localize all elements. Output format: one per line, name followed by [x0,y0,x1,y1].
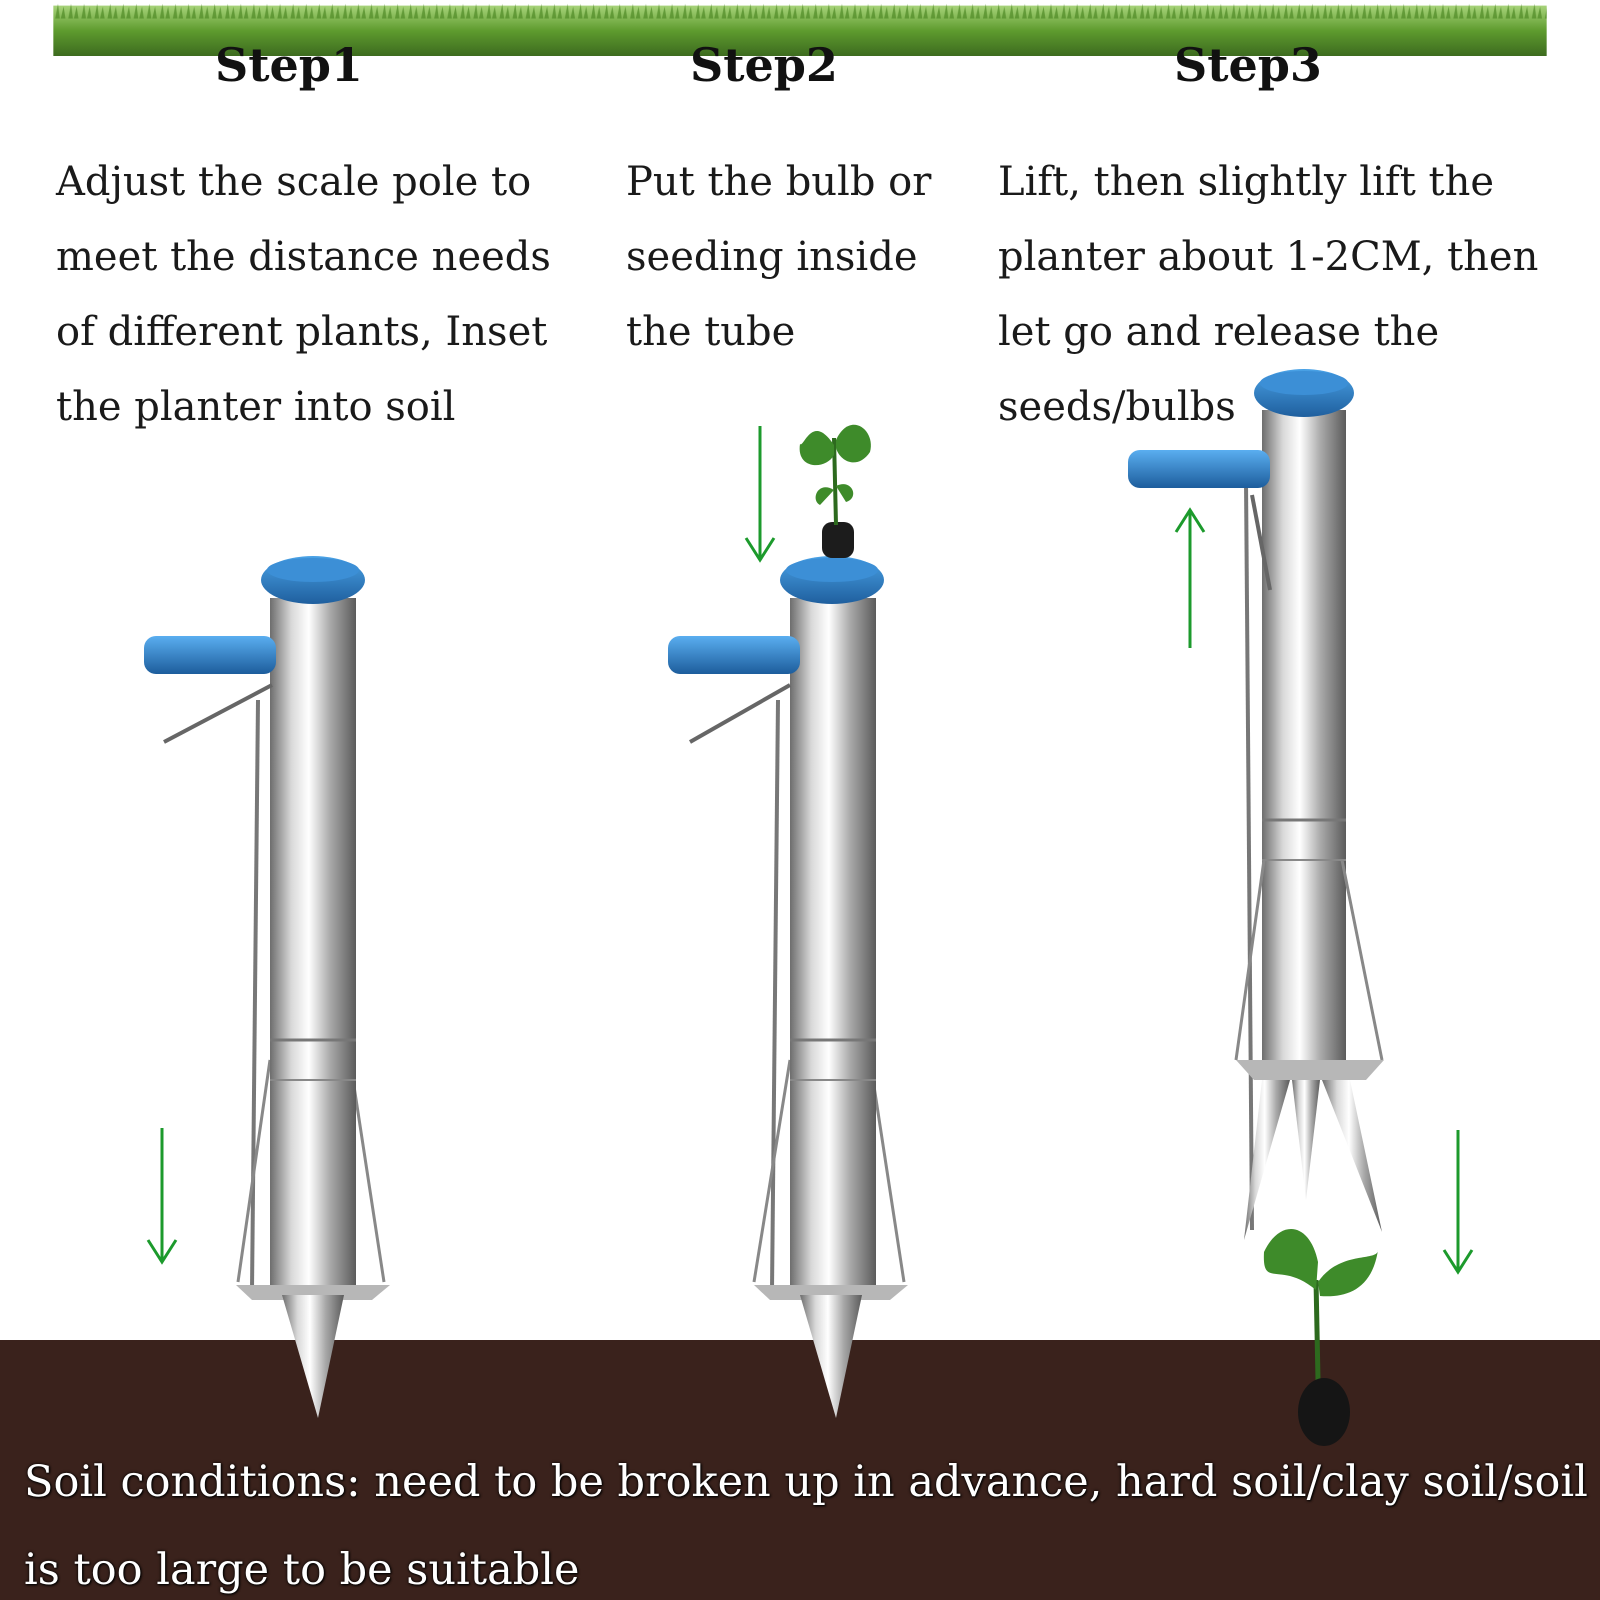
arrow-up-icon [1174,507,1206,648]
step1-title: Step1 [215,38,363,92]
note-line: is too large to be suitable [24,1545,580,1595]
planted-seedling-icon [1263,1229,1378,1446]
description-line: Lift, then slightly lift the [998,159,1494,205]
soil-conditions-note: Soil conditions: need to be broken up in… [24,1438,1588,1600]
description-line: planter about 1-2CM, then [998,234,1539,280]
description-line: seeding inside [626,234,918,280]
note-line: Soil conditions: need to be broken up in… [24,1457,1588,1507]
step2-title: Step2 [690,38,838,92]
description-line: Adjust the scale pole to [56,159,532,205]
planter-step2 [668,424,908,1418]
arrow-down-icon [1442,1130,1474,1275]
description-line: let go and release the [998,309,1440,355]
planter-step1 [144,556,390,1418]
description-line: the planter into soil [56,384,456,430]
step3-title: Step3 [1174,38,1322,92]
grass-strip [53,0,1547,56]
description-line: Put the bulb or [626,159,932,205]
step3-description: Lift, then slightly lift the planter abo… [998,145,1538,445]
step1-description: Adjust the scale pole to meet the distan… [56,145,551,445]
description-line: the tube [626,309,796,355]
arrow-down-icon [146,1128,178,1265]
seedling-icon [799,424,871,558]
arrow-down-icon [744,426,776,563]
description-line: meet the distance needs [56,234,551,280]
step2-description: Put the bulb or seeding inside the tube [626,145,931,370]
planter-step3 [1128,369,1384,1446]
description-line: seeds/bulbs [998,384,1236,430]
description-line: of different plants, Inset [56,309,548,355]
